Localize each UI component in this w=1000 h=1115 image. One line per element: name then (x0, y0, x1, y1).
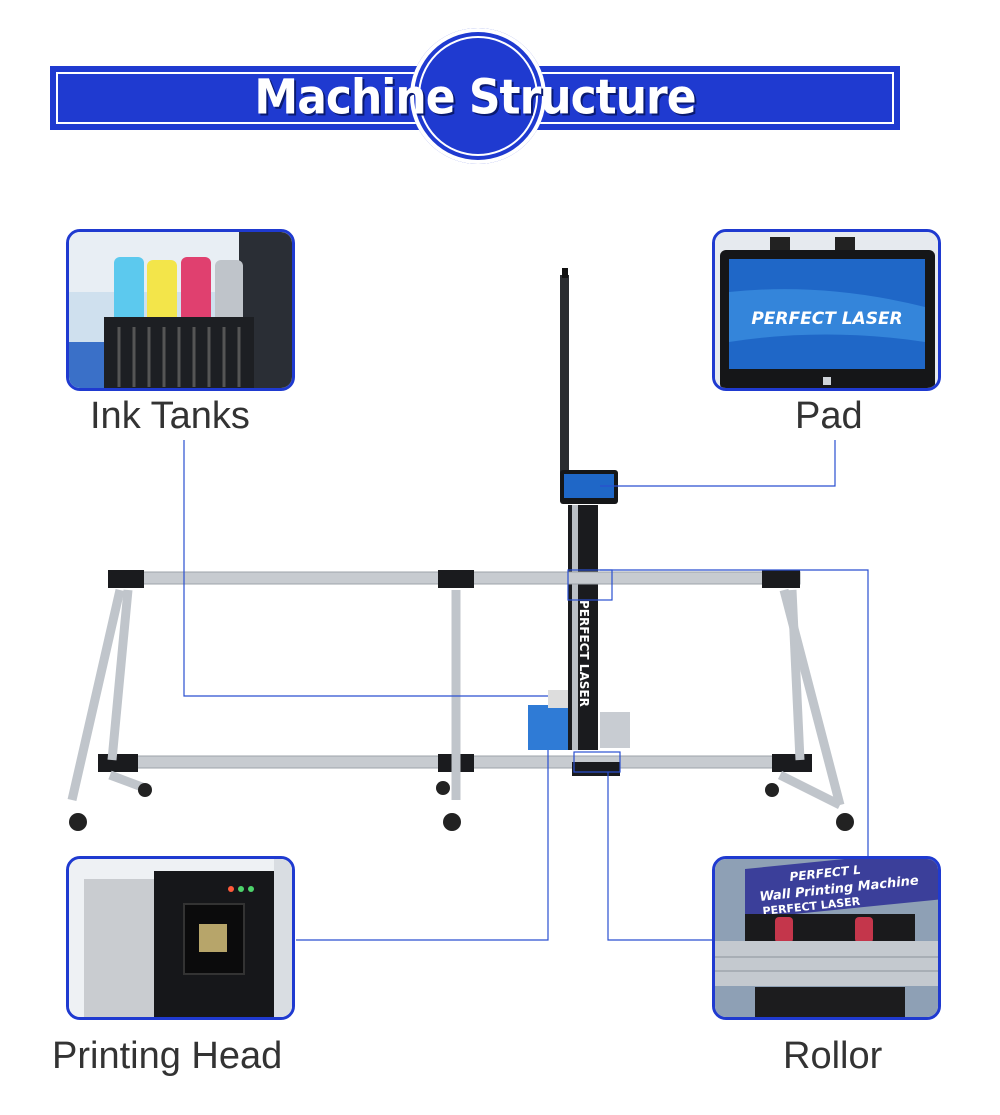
header-banner-circle (410, 28, 546, 164)
pad-label: Pad (795, 395, 863, 437)
ink-tanks-label: Ink Tanks (90, 395, 250, 437)
pad-photo: PERFECT LASER (712, 229, 941, 391)
pad-screen-logo: PERFECT LASER (751, 309, 902, 329)
ink-tanks-photo (66, 229, 295, 391)
printing-head-label: Printing Head (52, 1035, 283, 1077)
rollor-label: Rollor (783, 1035, 883, 1077)
mast-logo: PERFECT LASER (577, 600, 591, 707)
printing-head-photo (66, 856, 295, 1020)
rollor-photo: PERFECT L Wall Printing Machine PERFECT … (712, 856, 941, 1020)
page-title: Machine Structure (254, 69, 696, 126)
